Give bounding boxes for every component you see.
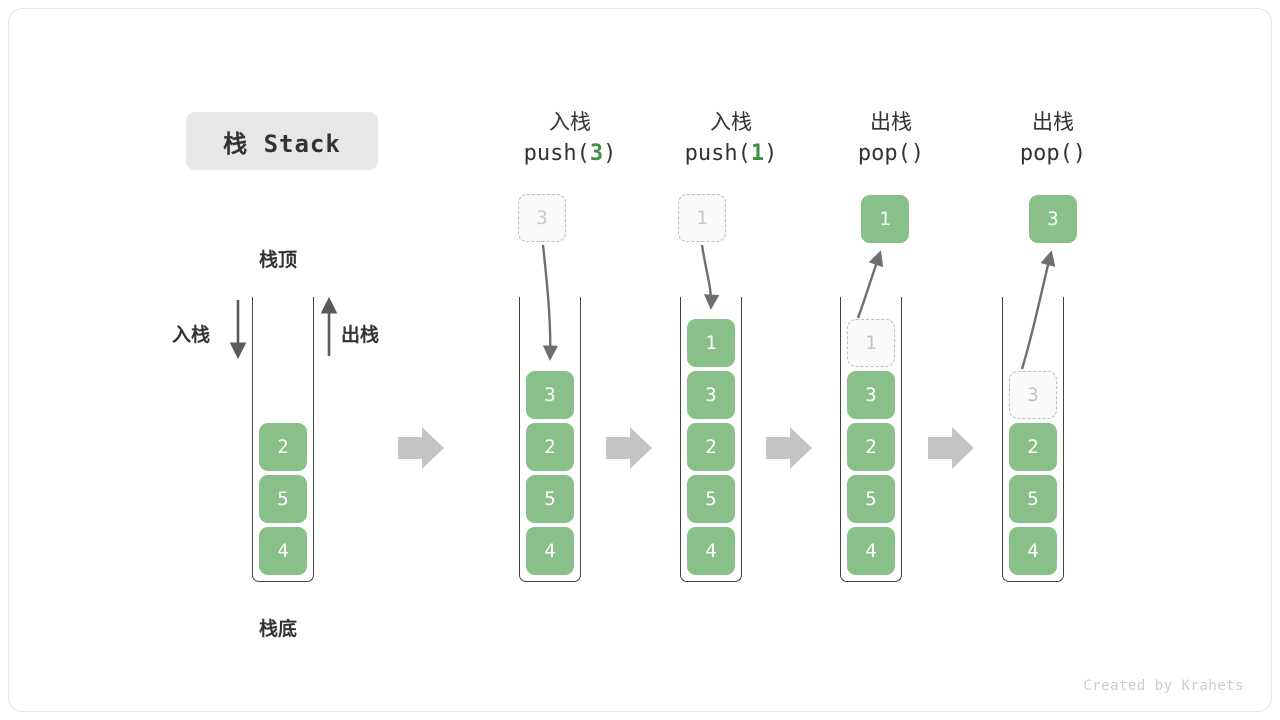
stack-cell: 4 (259, 527, 307, 575)
popped-box-1: 1 (861, 195, 909, 243)
stack-cell: 3 (847, 371, 895, 419)
caption-arg-push-1: 1 (750, 140, 765, 166)
caption-pop-1: 出栈 pop() (791, 108, 991, 169)
stack-cell: 3 (526, 371, 574, 419)
caption-cn-push-1: 入栈 (710, 110, 752, 134)
caption-code-pop-3: pop() (1019, 140, 1087, 166)
stack-cell-removed: 1 (847, 319, 895, 367)
caption-code-push-1: push(1) (684, 140, 778, 166)
caption-code-push-3: push(3) (523, 140, 617, 166)
stack-cell-removed: 3 (1009, 371, 1057, 419)
incoming-box-1: 1 (678, 194, 726, 242)
stack-cell: 2 (526, 423, 574, 471)
caption-push-1: 入栈 push(1) (631, 108, 831, 169)
stack-cell: 5 (847, 475, 895, 523)
stack-cell: 2 (259, 423, 307, 471)
stack-cell: 2 (687, 423, 735, 471)
stack-cell: 2 (1009, 423, 1057, 471)
stack-cell: 3 (687, 371, 735, 419)
diagram-title: 栈 Stack (186, 112, 378, 170)
stack-top-label: 栈顶 (259, 249, 298, 271)
popped-box-3: 3 (1029, 195, 1077, 243)
stack-cell: 4 (1009, 527, 1057, 575)
footer-credit: Created by Krahets (1083, 678, 1244, 694)
caption-cn-pop-1: 出栈 (870, 110, 912, 134)
stack-cell: 1 (687, 319, 735, 367)
stack-cell: 2 (847, 423, 895, 471)
stack-cell: 5 (687, 475, 735, 523)
caption-push-3: 入栈 push(3) (470, 108, 670, 169)
stack-cell: 4 (847, 527, 895, 575)
caption-code-pop-1: pop() (857, 140, 925, 166)
push-side-label: 入栈 (172, 324, 211, 346)
stack-cell: 5 (526, 475, 574, 523)
stack-cell: 4 (526, 527, 574, 575)
stack-cell: 5 (1009, 475, 1057, 523)
stack-cell: 5 (259, 475, 307, 523)
caption-arg-push-3: 3 (589, 140, 604, 166)
pop-side-label: 出栈 (341, 324, 380, 346)
incoming-box-3: 3 (518, 194, 566, 242)
stack-bottom-label: 栈底 (259, 618, 298, 640)
caption-cn-push-3: 入栈 (549, 110, 591, 134)
caption-cn-pop-3: 出栈 (1032, 110, 1074, 134)
stack-cell: 4 (687, 527, 735, 575)
caption-pop-3: 出栈 pop() (953, 108, 1153, 169)
